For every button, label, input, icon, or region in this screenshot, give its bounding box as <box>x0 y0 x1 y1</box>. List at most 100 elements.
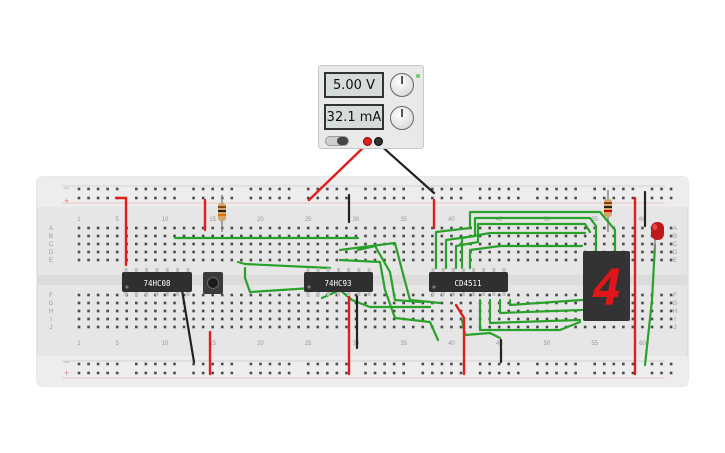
breadboard-hole[interactable] <box>641 226 644 230</box>
breadboard-hole[interactable] <box>631 309 635 313</box>
breadboard-hole[interactable] <box>87 362 90 366</box>
breadboard-hole[interactable] <box>278 187 281 191</box>
breadboard-hole[interactable] <box>87 301 90 305</box>
breadboard-hole[interactable] <box>240 301 243 305</box>
breadboard-hole[interactable] <box>115 242 119 246</box>
breadboard-hole[interactable] <box>650 317 654 321</box>
breadboard-hole[interactable] <box>240 293 243 297</box>
breadboard-hole[interactable] <box>507 309 511 313</box>
breadboard-hole[interactable] <box>77 362 81 366</box>
breadboard-hole[interactable] <box>77 309 81 313</box>
breadboard-hole[interactable] <box>631 258 635 262</box>
breadboard-hole[interactable] <box>306 187 310 191</box>
breadboard-hole[interactable] <box>306 258 310 262</box>
breadboard-hole[interactable] <box>545 371 549 375</box>
breadboard-hole[interactable] <box>135 234 138 238</box>
breadboard-hole[interactable] <box>87 325 90 329</box>
breadboard-hole[interactable] <box>669 226 673 230</box>
breadboard-hole[interactable] <box>287 317 291 321</box>
breadboard-hole[interactable] <box>173 234 176 238</box>
breadboard-hole[interactable] <box>526 234 530 238</box>
breadboard-hole[interactable] <box>488 250 491 254</box>
breadboard-hole[interactable] <box>411 258 415 262</box>
breadboard-hole[interactable] <box>278 371 281 375</box>
breadboard-hole[interactable] <box>230 371 234 375</box>
breadboard-hole[interactable] <box>220 258 224 262</box>
breadboard-hole[interactable] <box>268 325 272 329</box>
breadboard-hole[interactable] <box>459 362 463 366</box>
breadboard-hole[interactable] <box>650 258 654 262</box>
breadboard-hole[interactable] <box>87 258 90 262</box>
breadboard-hole[interactable] <box>440 187 444 191</box>
breadboard-hole[interactable] <box>669 234 673 238</box>
breadboard-hole[interactable] <box>106 258 109 262</box>
power-switch[interactable] <box>325 136 349 146</box>
breadboard-hole[interactable] <box>182 293 186 297</box>
breadboard-hole[interactable] <box>545 293 549 297</box>
breadboard-hole[interactable] <box>230 234 234 238</box>
breadboard-hole[interactable] <box>660 325 663 329</box>
breadboard-hole[interactable] <box>612 234 616 238</box>
breadboard-hole[interactable] <box>115 325 119 329</box>
breadboard-hole[interactable] <box>478 258 482 262</box>
breadboard-hole[interactable] <box>517 362 520 366</box>
breadboard-hole[interactable] <box>536 187 539 191</box>
breadboard-hole[interactable] <box>173 258 176 262</box>
breadboard-hole[interactable] <box>154 293 157 297</box>
breadboard-hole[interactable] <box>87 187 90 191</box>
breadboard-hole[interactable] <box>669 325 673 329</box>
breadboard-hole[interactable] <box>450 371 453 375</box>
breadboard-hole[interactable] <box>517 293 520 297</box>
breadboard-hole[interactable] <box>106 293 109 297</box>
breadboard-hole[interactable] <box>392 187 396 191</box>
breadboard-hole[interactable] <box>316 250 320 254</box>
breadboard-hole[interactable] <box>364 371 367 375</box>
breadboard-hole[interactable] <box>278 317 281 321</box>
breadboard-hole[interactable] <box>220 301 224 305</box>
breadboard-hole[interactable] <box>517 226 520 230</box>
breadboard-hole[interactable] <box>240 242 243 246</box>
breadboard-hole[interactable] <box>335 317 339 321</box>
breadboard-hole[interactable] <box>564 371 568 375</box>
breadboard-hole[interactable] <box>392 258 396 262</box>
positive-terminal[interactable] <box>363 137 372 146</box>
breadboard-hole[interactable] <box>383 258 386 262</box>
breadboard-hole[interactable] <box>220 234 224 238</box>
breadboard-hole[interactable] <box>96 293 100 297</box>
breadboard-hole[interactable] <box>211 226 214 230</box>
breadboard-hole[interactable] <box>593 234 596 238</box>
breadboard-hole[interactable] <box>536 242 539 246</box>
breadboard-hole[interactable] <box>660 242 663 246</box>
breadboard-hole[interactable] <box>201 242 205 246</box>
breadboard-hole[interactable] <box>574 293 577 297</box>
breadboard-hole[interactable] <box>268 250 272 254</box>
breadboard-hole[interactable] <box>173 196 176 200</box>
breadboard-hole[interactable] <box>602 242 606 246</box>
breadboard-hole[interactable] <box>192 317 195 321</box>
breadboard-hole[interactable] <box>211 258 214 262</box>
breadboard-hole[interactable] <box>555 362 558 366</box>
breadboard-hole[interactable] <box>306 234 310 238</box>
breadboard-hole[interactable] <box>364 317 367 321</box>
breadboard-hole[interactable] <box>650 187 654 191</box>
breadboard-hole[interactable] <box>545 362 549 366</box>
breadboard-hole[interactable] <box>201 309 205 313</box>
breadboard-hole[interactable] <box>211 250 214 254</box>
breadboard-hole[interactable] <box>602 196 606 200</box>
breadboard-hole[interactable] <box>211 293 214 297</box>
breadboard-hole[interactable] <box>574 317 577 321</box>
breadboard-hole[interactable] <box>497 234 501 238</box>
breadboard-hole[interactable] <box>77 242 81 246</box>
breadboard-hole[interactable] <box>306 250 310 254</box>
breadboard-hole[interactable] <box>249 250 253 254</box>
breadboard-hole[interactable] <box>316 309 320 313</box>
breadboard-hole[interactable] <box>173 317 176 321</box>
breadboard-hole[interactable] <box>115 371 119 375</box>
breadboard-hole[interactable] <box>421 301 425 305</box>
breadboard-hole[interactable] <box>230 301 234 305</box>
breadboard-hole[interactable] <box>144 325 148 329</box>
breadboard-hole[interactable] <box>335 325 339 329</box>
breadboard-hole[interactable] <box>641 309 644 313</box>
breadboard-hole[interactable] <box>230 317 234 321</box>
breadboard-hole[interactable] <box>268 196 272 200</box>
